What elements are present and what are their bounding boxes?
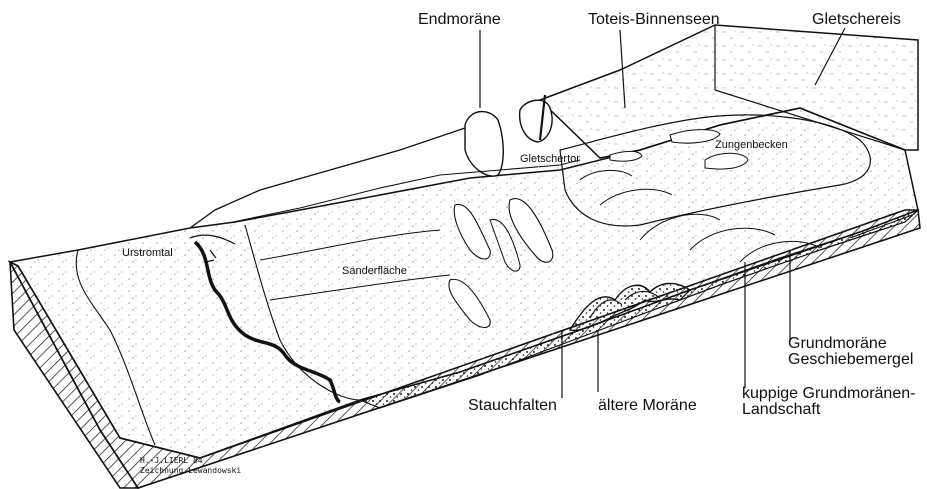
label-sanderflaeche: Sanderfläche (342, 266, 407, 277)
label-geschiebemergel: Geschiebemergel (788, 352, 913, 368)
credit-author: H.-J.LIERL 84 (140, 457, 203, 465)
label-urstromtal: Urstromtal (122, 248, 173, 259)
label-aeltere-moraene: ältere Moräne (598, 398, 697, 414)
credit-drawing: Zeichnung Lewandowski (140, 467, 241, 475)
end-moraine (465, 112, 503, 177)
label-gletschertor: Gletschertor (520, 154, 580, 165)
label-grundmoraene: Grundmoräne (788, 336, 887, 352)
label-gletschereis: Gletschereis (812, 12, 901, 28)
label-stauchfalten: Stauchfalten (468, 398, 557, 414)
label-kuppige: kuppige Grundmoränen- (742, 386, 915, 402)
label-endmoraene: Endmoräne (418, 12, 501, 28)
label-zungenbecken: Zungenbecken (715, 140, 788, 151)
label-toteis: Toteis-Binnenseen (588, 12, 720, 28)
label-landschaft: Landschaft (742, 402, 820, 418)
